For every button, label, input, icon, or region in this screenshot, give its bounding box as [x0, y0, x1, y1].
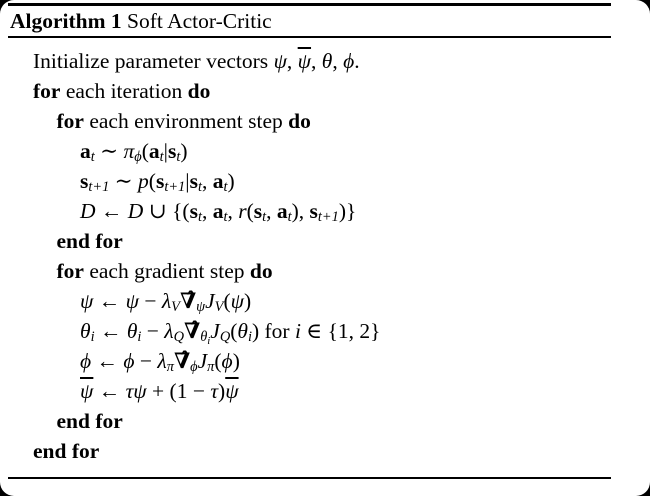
algorithm-line: end for	[56, 229, 123, 253]
algorithm-line: ϕ ← ϕ − λπ∇̂ϕJπ(ϕ)	[80, 349, 240, 376]
top-rule	[8, 3, 611, 6]
algorithm-line: for each gradient step do	[56, 259, 273, 283]
algorithm-line: D ← D ∪ {(st, at, r(st, at), st+1)}	[80, 199, 357, 226]
algorithm-body: Initialize parameter vectors ψ, ψ, θ, ϕ.…	[0, 46, 650, 466]
algorithm-line: ψ ← τψ + (1 − τ)ψ	[80, 379, 239, 403]
algorithm-title: Soft Actor-Critic	[121, 9, 272, 33]
algorithm-line: end for	[56, 409, 123, 433]
algorithm-line: at ∼ πϕ(at|st)	[80, 139, 188, 166]
algorithm-line: Initialize parameter vectors ψ, ψ, θ, ϕ.	[33, 49, 360, 73]
header-rule	[8, 36, 611, 38]
algorithm-line: for each environment step do	[56, 109, 311, 133]
algorithm-header: Algorithm 1 Soft Actor-Critic	[10, 8, 272, 34]
bottom-rule	[8, 477, 611, 479]
algorithm-label: Algorithm 1	[10, 9, 122, 33]
algorithm-line: end for	[33, 439, 100, 463]
algorithm-line: for each iteration do	[33, 79, 211, 103]
algorithm-line: θi ← θi − λQ∇̂θiJQ(θi) for i ∈ {1, 2}	[80, 319, 381, 347]
algorithm-line: st+1 ∼ p(st+1|st, at)	[80, 169, 235, 196]
algorithm-line: ψ ← ψ − λV∇̂ψJV(ψ)	[80, 289, 252, 316]
